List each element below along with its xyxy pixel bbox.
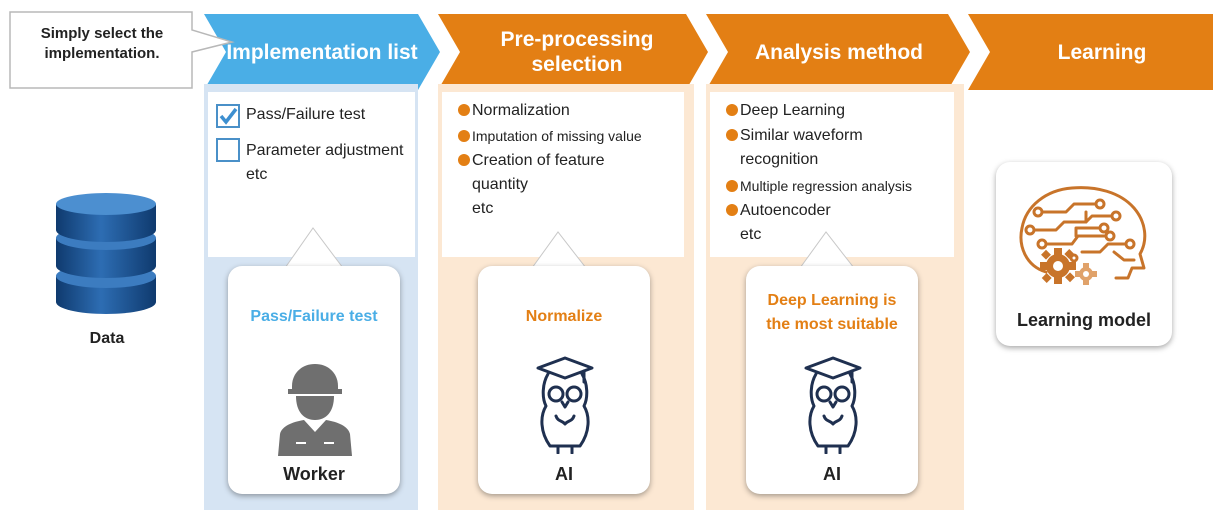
bullet-icon <box>726 180 738 192</box>
card-pointers <box>284 227 856 269</box>
implementation-item: Parameter adjustment <box>246 142 404 159</box>
preprocessing-etc: etc <box>472 200 494 217</box>
bullet-icon <box>726 204 738 216</box>
bullet-icon <box>458 154 470 166</box>
checkbox-pass-failure[interactable] <box>216 104 240 128</box>
owl-icon <box>536 356 594 454</box>
owl-icon <box>804 356 862 454</box>
preprocessing-item-label: Normalization <box>472 102 570 119</box>
preprocessing-item-label: Imputation of missing value <box>472 128 642 144</box>
stage-arrow-preprocessing <box>438 14 708 90</box>
data-label: Data <box>89 330 125 347</box>
database-icon <box>56 193 156 314</box>
callout-text: Simply select the implementation. <box>40 25 164 62</box>
checkbox-parameter-adjustment[interactable] <box>216 138 240 162</box>
stage-title-preprocessing: Pre-processing selection <box>500 28 654 76</box>
preprocessing-list-box <box>442 92 684 257</box>
analysis-item: Deep Learning <box>726 100 845 122</box>
analysis-item-label: Autoencoder <box>740 202 831 219</box>
actor-label: Worker <box>283 464 345 484</box>
worker-icon <box>278 364 352 456</box>
stage-arrow-analysis <box>706 14 970 90</box>
preprocessing-card: Normalize AI <box>478 266 650 494</box>
bullet-icon <box>726 104 738 116</box>
stage-title-analysis: Analysis method <box>754 40 924 64</box>
bullet-icon <box>726 129 738 141</box>
implementation-item: Pass/Failure test <box>246 106 366 123</box>
analysis-item: Multiple regression analysis <box>726 175 912 197</box>
preprocessing-item-label: Creation of feature <box>472 152 605 169</box>
implementation-card: Pass/Failure test Worker <box>228 266 400 494</box>
preprocessing-item: Creation of feature <box>458 150 605 172</box>
analysis-choice-line1: Deep Learning is <box>767 292 897 309</box>
analysis-choice-line2: the most suitable <box>766 316 898 333</box>
stage-title-implementation: Implementation list <box>226 40 418 64</box>
brain-gear-icon <box>1019 186 1147 285</box>
analysis-list-box <box>710 92 954 257</box>
check-icon <box>219 107 238 125</box>
preprocessing-item: Imputation of missing value <box>458 125 642 147</box>
implementation-choice: Pass/Failure test <box>250 308 378 325</box>
preprocessing-choice: Normalize <box>525 308 603 325</box>
stage-arrows <box>204 14 1213 90</box>
implementation-etc: etc <box>246 166 268 183</box>
actor-label: AI <box>555 464 573 484</box>
learning-model-label: Learning model <box>1016 310 1151 330</box>
learning-model-card: Learning model <box>996 162 1172 346</box>
callout-shape <box>9 11 235 89</box>
analysis-item-label: Similar waveform <box>740 127 863 144</box>
analysis-etc: etc <box>740 226 762 243</box>
analysis-item-label: Multiple regression analysis <box>740 178 912 194</box>
bullet-icon <box>458 104 470 116</box>
analysis-card: Deep Learning is the most suitable AI <box>746 266 918 494</box>
stage-arrow-implementation <box>204 14 440 90</box>
analysis-item: Similar waveform <box>726 125 863 147</box>
analysis-item-label: Deep Learning <box>740 102 845 119</box>
preprocessing-item: Normalization <box>458 100 570 122</box>
analysis-item-continued: recognition <box>740 151 819 168</box>
bullet-icon <box>458 130 470 142</box>
stage-title-learning: Learning <box>1057 40 1147 64</box>
actor-label: AI <box>823 464 841 484</box>
analysis-item: Autoencoder <box>726 200 831 222</box>
preprocessing-item-continued: quantity <box>472 176 529 193</box>
stage-arrow-learning <box>968 14 1213 90</box>
